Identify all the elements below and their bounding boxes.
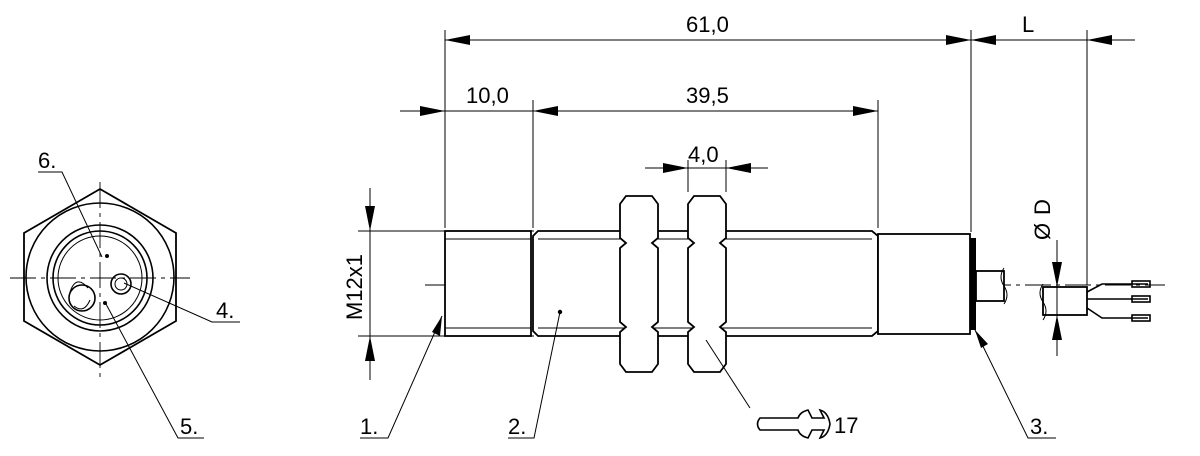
- side-callouts: 1. 2. 3. 17: [360, 311, 1056, 440]
- dim-cable-length: L: [1022, 12, 1034, 37]
- led-window: [110, 273, 132, 295]
- sensing-face-detail: [69, 281, 91, 310]
- dim-thread-segment: 10,0: [466, 83, 509, 108]
- callout-1: 1.: [360, 414, 378, 439]
- dim-thread-size: M12x1: [342, 254, 367, 320]
- leader-1: [360, 315, 443, 439]
- leader-3: [974, 329, 1056, 439]
- dim-body-segment: 39,5: [686, 83, 729, 108]
- leader-wrench: [705, 339, 751, 409]
- cable-jacket-end: [1042, 286, 1088, 316]
- dimensions: 61,0 L 10,0 39,5 4,0 M12x1 Ø D: [342, 12, 1135, 380]
- thread-segment: [444, 230, 532, 337]
- callout-5: 5.: [180, 414, 198, 439]
- dim-cable-diameter: D: [1030, 199, 1055, 215]
- leader-6: [38, 171, 103, 258]
- wrench-size: 17: [834, 413, 858, 438]
- side-view: [425, 195, 1165, 373]
- leader-5: [105, 303, 204, 439]
- end-view: 6. 4. 5.: [10, 148, 240, 439]
- callout-2: 2.: [508, 414, 526, 439]
- callout-3: 3.: [1030, 414, 1048, 439]
- cable-break-left: [1039, 283, 1047, 321]
- dim-diameter-symbol: Ø: [1030, 223, 1055, 240]
- cable-wires: [1086, 280, 1151, 322]
- dot-marker: [105, 254, 109, 258]
- rear-housing: [877, 233, 971, 335]
- wrench-icon: [756, 408, 831, 440]
- callout-4: 4.: [216, 298, 234, 323]
- cable-break: [1000, 267, 1008, 305]
- hex-nut-2: [687, 195, 727, 373]
- led-ring: [970, 238, 976, 330]
- leader-4: [123, 282, 240, 323]
- leader-2: [508, 311, 561, 439]
- hex-nut-1: [619, 195, 659, 373]
- dim-nut-width: 4,0: [688, 142, 719, 167]
- sensing-face-marker: [68, 284, 96, 312]
- dim-overall-length: 61,0: [686, 12, 729, 37]
- cable-stub: [975, 270, 1005, 302]
- callout-6: 6.: [38, 148, 56, 173]
